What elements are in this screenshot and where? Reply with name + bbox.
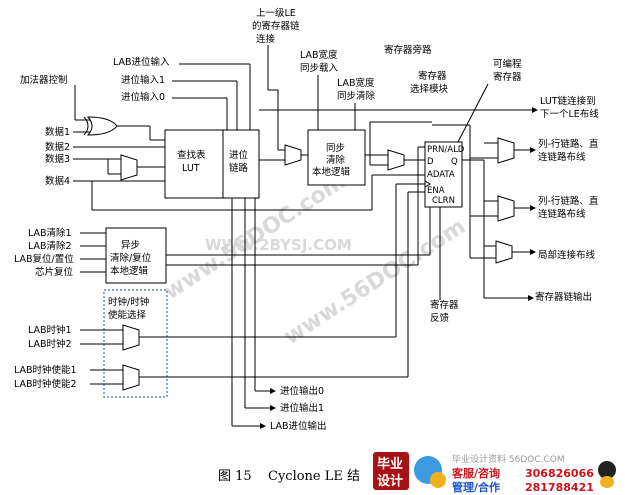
label-lab-clock1: LAB时钟1 bbox=[28, 324, 72, 336]
sync-label-1: 同步 bbox=[326, 143, 345, 154]
watermark-2: WWW.2BYSJ.COM bbox=[205, 236, 352, 254]
lut-label-2: LUT bbox=[182, 163, 200, 174]
label-lab-reset-preset: LAB复位/置位 bbox=[14, 253, 74, 265]
label-local: 局部连接布线 bbox=[538, 249, 596, 261]
label-chip-reset: 芯片复位 bbox=[35, 266, 74, 278]
ad-service-label: 客服/咨询 bbox=[451, 466, 500, 480]
async-label-2: 清除/复位 bbox=[110, 252, 152, 264]
reg-select-mux bbox=[387, 149, 405, 171]
ad-site: 毕业设计资料 56DOC.COM bbox=[452, 453, 565, 465]
carry-chain-block bbox=[222, 129, 260, 199]
label-programmable-1: 可编程 bbox=[493, 58, 522, 70]
label-reg-chain-out: 寄存器链输出 bbox=[535, 291, 592, 303]
carry-label-1: 进位 bbox=[229, 149, 249, 161]
label-adder-control: 加法器控制 bbox=[20, 74, 68, 86]
reg-clock-mark bbox=[424, 180, 431, 188]
clock-en-mux bbox=[122, 364, 140, 391]
reg-prn-ald: PRN/ALD bbox=[427, 145, 465, 155]
label-carry-out-1: 进位输出1 bbox=[280, 402, 324, 414]
carry-select-mux bbox=[284, 144, 302, 166]
reg-d: D bbox=[427, 157, 434, 167]
label-reg-select-2: 选择模块 bbox=[410, 83, 449, 95]
reg-ena: ENA bbox=[427, 186, 445, 196]
label-data1: 数据1 bbox=[45, 126, 70, 138]
label-lab-clear1: LAB清除1 bbox=[28, 227, 72, 239]
label-carry-out-0: 进位输出0 bbox=[280, 385, 324, 397]
async-logic-block bbox=[105, 227, 167, 284]
watermark-3: www.56DOC.com bbox=[280, 214, 471, 350]
clock-select-region bbox=[103, 289, 168, 398]
label-lut-chain-2: 下一个LE布线 bbox=[540, 108, 599, 120]
label-row-col-1b: 连链路布线 bbox=[538, 151, 586, 163]
label-row-col-1a: 列-行链路、直 bbox=[538, 138, 599, 150]
ad-service-qq: 306826066 bbox=[525, 467, 594, 480]
sync-label-3: 本地逻辑 bbox=[312, 166, 351, 178]
lut-label-1: 查找表 bbox=[177, 149, 206, 161]
ad-manage-qq: 281788421 bbox=[525, 481, 594, 494]
ad-badge bbox=[373, 452, 409, 490]
label-data3: 数据3 bbox=[45, 153, 70, 165]
clock-select-label-2: 使能选择 bbox=[108, 309, 147, 321]
figure-title: Cyclone LE 结 bbox=[268, 469, 360, 484]
label-sync-load-1: LAB宽度 bbox=[300, 49, 338, 61]
label-data4: 数据4 bbox=[45, 175, 70, 187]
xor-gate bbox=[83, 116, 118, 136]
clock-mux bbox=[122, 324, 140, 351]
out-mux-3 bbox=[495, 240, 513, 264]
label-lab-clock-en1: LAB时钟使能1 bbox=[14, 364, 77, 376]
label-lab-clock2: LAB时钟2 bbox=[28, 338, 72, 350]
wires bbox=[73, 45, 538, 429]
reg-adata: ADATA bbox=[427, 170, 455, 180]
label-prev-le-1: 上一级LE bbox=[256, 7, 296, 19]
qq-penguin-icon bbox=[598, 461, 616, 479]
data3-mux bbox=[120, 154, 138, 181]
label-sync-clear-1: LAB宽度 bbox=[337, 77, 375, 89]
label-lab-clear2: LAB清除2 bbox=[28, 240, 72, 252]
label-reg-feedback-2: 反馈 bbox=[430, 312, 450, 324]
ad-manage-label: 管理/合作 bbox=[452, 480, 500, 494]
async-label-3: 本地逻辑 bbox=[110, 265, 149, 277]
out-mux-1 bbox=[497, 137, 515, 164]
label-prev-le-2: 的寄存器链 bbox=[252, 20, 300, 32]
label-reg-feedback-1: 寄存器 bbox=[430, 299, 459, 311]
label-lab-carry-out: LAB进位输出 bbox=[270, 420, 327, 432]
ad-badge-text-1: 毕业 bbox=[377, 456, 403, 472]
label-lab-clock-en2: LAB时钟使能2 bbox=[14, 378, 77, 390]
label-row-col-2b: 连链路布线 bbox=[538, 208, 586, 220]
async-label-1: 异步 bbox=[121, 240, 140, 251]
carry-label-2: 链路 bbox=[229, 162, 249, 174]
sync-logic-block bbox=[307, 129, 366, 186]
label-sync-clear-2: 同步清除 bbox=[337, 90, 376, 102]
sync-label-2: 清除 bbox=[326, 154, 346, 166]
out-mux-2 bbox=[497, 195, 515, 222]
label-reg-bypass: 寄存器旁路 bbox=[384, 44, 432, 56]
label-prev-le-3: 连接 bbox=[256, 33, 276, 45]
label-sync-load-2: 同步载入 bbox=[300, 62, 339, 74]
label-lut-chain-1: LUT链连接到 bbox=[540, 95, 596, 107]
clock-select-label-1: 时钟/时钟 bbox=[108, 296, 149, 308]
figure-number: 图 15 bbox=[218, 469, 252, 484]
label-row-col-2a: 列-行链路、直 bbox=[538, 195, 599, 207]
label-data2: 数据2 bbox=[45, 141, 70, 153]
label-carry-in-0: 进位输入0 bbox=[121, 91, 165, 103]
label-reg-select-1: 寄存器 bbox=[418, 70, 447, 82]
ad-banner: 毕业 设计 毕业设计资料 56DOC.COM 客服/咨询 306826066 管… bbox=[373, 452, 616, 494]
label-lab-carry-in: LAB进位输入 bbox=[113, 56, 170, 68]
label-programmable-2: 寄存器 bbox=[493, 71, 522, 83]
reg-clrn: CLRN bbox=[432, 196, 455, 206]
ad-badge-text-2: 设计 bbox=[377, 473, 403, 489]
reg-q: Q bbox=[451, 157, 458, 167]
label-carry-in-1: 进位输入1 bbox=[121, 74, 165, 86]
